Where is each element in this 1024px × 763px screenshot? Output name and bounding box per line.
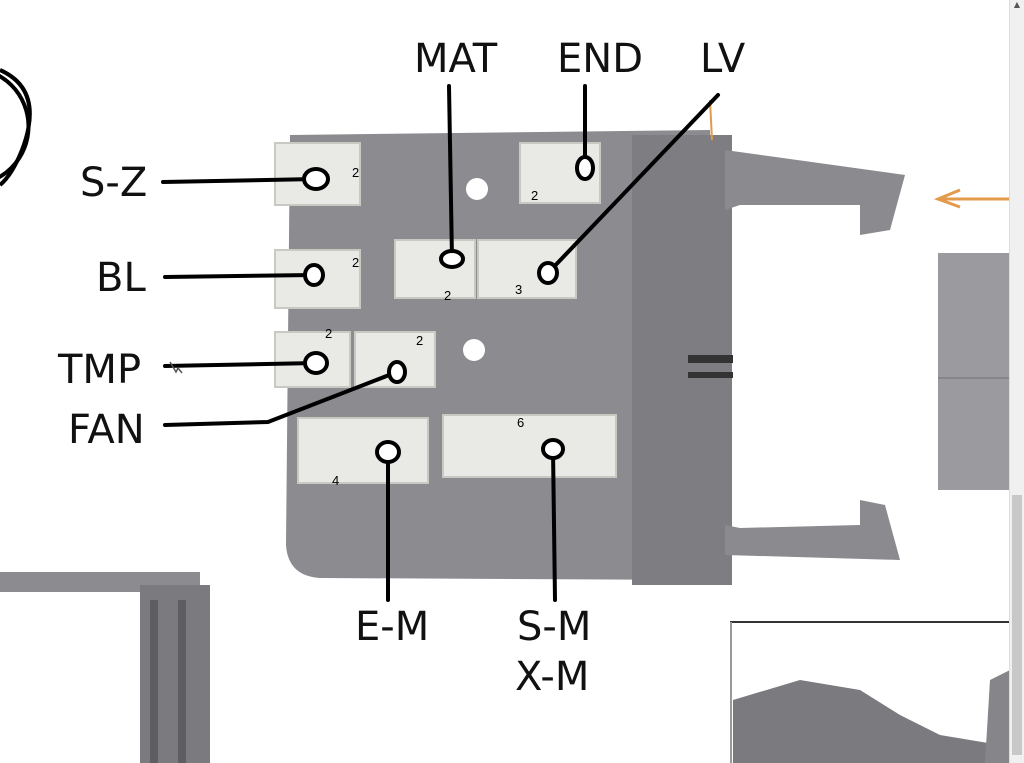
scroll-thumb[interactable] <box>1012 495 1022 755</box>
pin-count-fan: 2 <box>416 333 423 348</box>
scroll-up-arrow-icon[interactable]: ▲ <box>1013 0 1021 9</box>
callout-circle <box>0 68 32 187</box>
connector-lv <box>477 239 577 299</box>
lead-fan <box>163 370 399 427</box>
mouse-cursor-icon <box>169 361 183 374</box>
label-tmp: TMP <box>57 347 141 393</box>
vertical-scrollbar[interactable]: ▲ <box>1009 0 1024 763</box>
pin-marker <box>439 249 465 269</box>
pin-marker <box>303 351 329 375</box>
lead-tmp <box>163 361 318 368</box>
pin-marker <box>537 261 559 285</box>
label-em: E-M <box>355 604 429 650</box>
pin-count-end: 2 <box>531 188 538 203</box>
connector-housing <box>938 253 1010 490</box>
pin-count-sz: 2 <box>352 165 359 180</box>
pin-marker <box>387 360 407 384</box>
label-sz: S-Z <box>80 160 147 206</box>
pin-count-tmp: 2 <box>325 326 332 341</box>
insert-arrow-icon <box>933 188 1010 209</box>
label-sm: S-M <box>517 604 591 650</box>
pin-count-bl: 2 <box>352 255 359 270</box>
frame-rail <box>0 572 210 763</box>
pin-count-sm-xm: 6 <box>517 415 524 430</box>
pin-count-em: 4 <box>332 473 339 488</box>
label-lv: LV <box>700 36 746 82</box>
mounting-bracket <box>632 99 905 585</box>
lead-sz <box>161 177 318 184</box>
pin-count-lv: 3 <box>515 282 522 297</box>
lead-lv <box>546 93 720 275</box>
inset-image <box>730 621 1010 763</box>
pin-marker <box>303 263 325 287</box>
label-mat: MAT <box>414 36 498 82</box>
label-end: END <box>557 36 643 82</box>
pin-count-mat: 2 <box>444 288 451 303</box>
connector-sm-xm <box>442 414 617 478</box>
lead-mat <box>447 84 454 261</box>
pin-marker <box>541 438 565 460</box>
mount-hole <box>466 178 488 200</box>
connector-sz <box>274 142 361 206</box>
pin-marker <box>575 155 595 181</box>
lead-sm-xm <box>551 447 557 602</box>
connector-em <box>297 417 429 484</box>
pin-marker <box>375 440 401 464</box>
pin-marker <box>302 167 330 191</box>
lead-bl <box>163 273 316 279</box>
label-xm: X-M <box>515 654 589 700</box>
label-bl: BL <box>96 255 146 301</box>
label-fan: FAN <box>68 407 145 453</box>
mount-hole <box>463 339 485 361</box>
connector-mat <box>394 239 476 299</box>
